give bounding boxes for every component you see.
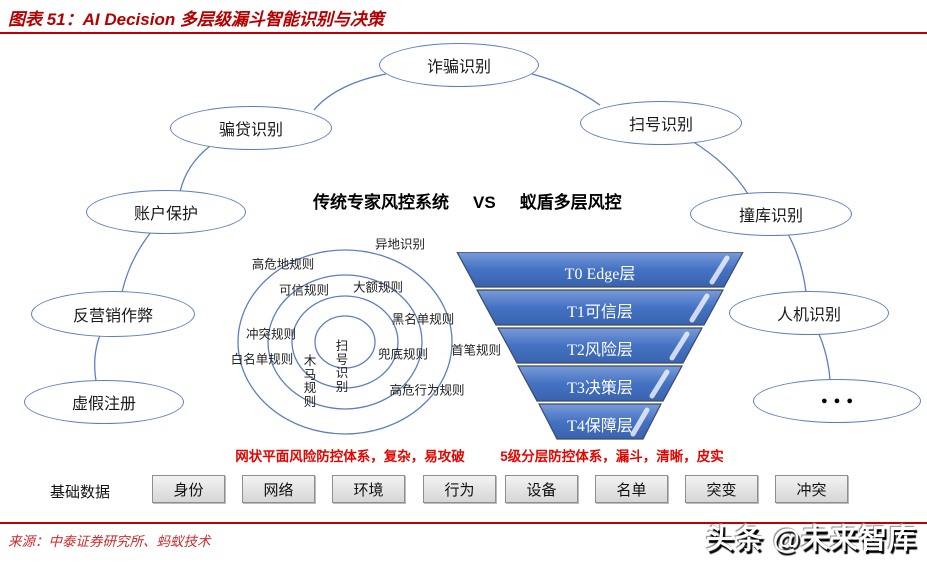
- connector-line: [817, 331, 831, 381]
- base-data-box-device: 设备: [505, 475, 578, 503]
- rule-label-conflict: 冲突规则: [245, 327, 297, 342]
- funnel-layer-t3-label: T3决策层: [567, 380, 633, 397]
- base-data-box-label: 行为: [444, 482, 475, 499]
- title-divider: [0, 32, 927, 34]
- arc-node-label: 虚假注册: [71, 396, 136, 413]
- rule-label-high-risk-behavior: 高危行为规则: [389, 383, 465, 398]
- connector-line: [94, 334, 101, 382]
- base-data-box-environment: 环境: [332, 475, 405, 503]
- watermark-toutiao-future-thinktank: 头条 @未来智库: [705, 523, 917, 554]
- base-data-box-identity: 身份: [152, 475, 225, 503]
- heading-vs: VS: [473, 193, 496, 212]
- arc-node-fraud-detection: 诈骗识别: [379, 43, 539, 87]
- concentric-circles: [237, 249, 453, 435]
- connector-line: [121, 230, 153, 293]
- arc-node-label: 扫号识别: [628, 117, 693, 134]
- base-data-box-label: 环境: [353, 482, 384, 499]
- caption-layered-system: 5级分层防控体系，漏斗，清晰，皮实: [500, 449, 724, 464]
- arc-node-label: 人机识别: [776, 307, 841, 324]
- arc-node-label: 反营销作弊: [72, 308, 153, 325]
- arc-node-account-scan-detection: 扫号识别: [580, 101, 742, 145]
- rule-label-large-amount: 大额规则: [352, 280, 404, 295]
- base-data-box-label: 网络: [263, 482, 294, 499]
- arc-node-fake-registration: 虚假注册: [24, 380, 184, 424]
- rule-label-whitelist: 白名单规则: [230, 352, 294, 367]
- heading-antdun-system: 蚁盾多层风控: [519, 193, 622, 212]
- funnel-layer-t1-label: T1可信层: [567, 304, 633, 321]
- base-data-box-conflict: 冲突: [775, 475, 848, 503]
- connector-line: [691, 140, 749, 195]
- arc-node-loan-fraud-detection: 骗贷识别: [170, 106, 332, 150]
- connector-line: [179, 145, 211, 193]
- source-text: 来源：中泰证券研究所、蚂蚁技术: [8, 534, 211, 549]
- funnel-gloss-highlights: [630, 255, 730, 437]
- caption-mesh-system: 网状平面风险防控体系，复杂，易攻破: [235, 449, 465, 464]
- funnel-layer-t3-shape: [516, 365, 684, 402]
- funnel-layer-t4-shape: [538, 403, 662, 440]
- arc-node-label: 撞库识别: [738, 208, 803, 225]
- connector-line: [313, 73, 387, 111]
- base-data-box-behavior: 行为: [423, 475, 496, 503]
- comparison-heading: 传统专家风控系统 VS 蚁盾多层风控: [313, 188, 622, 213]
- funnel-layer-t1-shape: [475, 289, 725, 326]
- page-title: 图表 51：AI Decision 多层级漏斗智能识别与决策: [8, 10, 384, 29]
- funnel-layer-t0-shape: [455, 251, 745, 288]
- funnel-layer-t2-shape: [496, 327, 704, 364]
- funnel-layer-t0-label: T0 Edge层: [564, 266, 636, 283]
- funnel-layer-t2-label: T2风险层: [567, 342, 633, 359]
- rule-label-first-transaction: 首笔规则: [450, 343, 502, 358]
- ellipsis-dots: ●●●: [821, 395, 859, 407]
- base-data-box-label: 突变: [706, 482, 737, 499]
- rule-label-high-risk-area: 高危地规则: [251, 257, 315, 272]
- arc-node-human-machine-detection: 人机识别: [729, 291, 889, 335]
- rule-label-trojan-vertical: 木马规则: [303, 354, 317, 409]
- base-data-box-network: 网络: [242, 475, 315, 503]
- base-data-box-label: 身份: [173, 482, 204, 499]
- arc-node-label: 骗贷识别: [218, 122, 283, 139]
- rule-label-blacklist: 黑名单规则: [391, 312, 455, 327]
- base-data-box-list: 名单: [595, 475, 668, 503]
- base-data-label: 基础数据: [50, 485, 111, 501]
- rule-label-remote-location: 异地识别: [374, 237, 426, 252]
- arc-node-label: 账户保护: [133, 206, 198, 223]
- circle-center-label-account-scan: 扫号识别: [335, 339, 349, 394]
- funnel-layer-t4-label: T4保障层: [567, 418, 633, 435]
- connector-line: [531, 73, 601, 106]
- arc-node-credential-stuffing: 撞库识别: [690, 192, 852, 236]
- base-data-box-label: 名单: [616, 482, 647, 499]
- base-data-box-label: 冲突: [796, 482, 827, 499]
- connector-line: [787, 233, 807, 293]
- arc-node-label: 诈骗识别: [426, 59, 491, 76]
- funnel-graphic: T0 Edge层 T1可信层 T2风险层 T3决策层 T4保障层: [455, 251, 745, 440]
- rule-label-fallback: 兜底规则: [377, 347, 429, 362]
- base-data-box-mutation: 突变: [685, 475, 758, 503]
- heading-traditional-system: 传统专家风控系统: [313, 193, 449, 212]
- arc-node-account-protection: 账户保护: [86, 190, 246, 234]
- arc-node-anti-marketing-fraud: 反营销作弊: [31, 291, 195, 337]
- funnel-layers-graphic: [455, 251, 745, 440]
- footer-divider: [0, 522, 927, 524]
- rule-label-trusted: 可信规则: [278, 283, 330, 298]
- arc-node-more-ellipsis: ●●●: [753, 379, 921, 423]
- base-data-box-label: 设备: [526, 482, 557, 499]
